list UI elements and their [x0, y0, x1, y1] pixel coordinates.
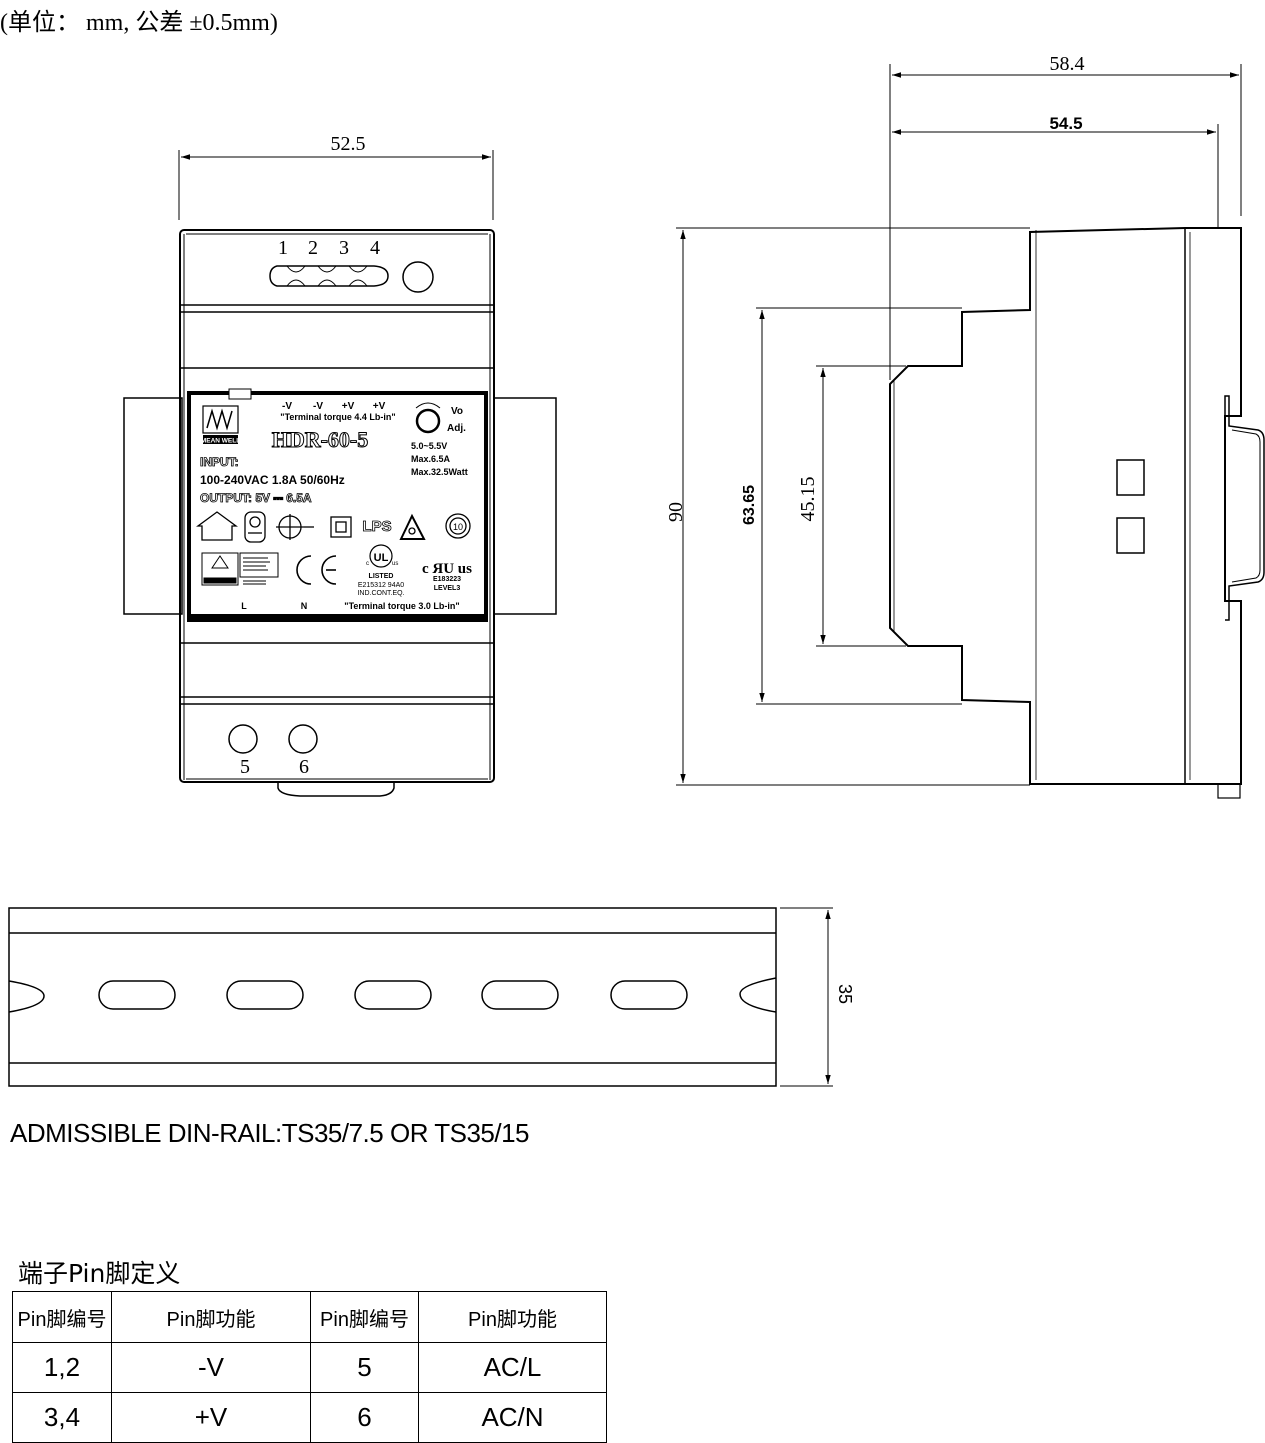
side-profile-outline: [889, 227, 1242, 785]
ctick-safety-icon: [399, 513, 426, 540]
label-input-title: INPUT:: [200, 455, 239, 469]
height-value: 90: [665, 502, 687, 522]
table-cell: AC/N: [418, 1392, 607, 1443]
rail-slot-3: [354, 980, 432, 1010]
front-view: [123, 150, 557, 797]
width-dimension-value: 52.5: [331, 133, 366, 155]
rail-slot-1: [98, 980, 176, 1010]
label-input-spec: 100-240VAC 1.8A 50/60Hz: [200, 473, 345, 487]
svg-text:UL: UL: [374, 552, 389, 564]
overall-depth-value: 58.4: [1050, 53, 1085, 75]
meanwell-logo: MEAN WELL: [201, 405, 240, 445]
step-height-2-value: 45.15: [797, 477, 819, 522]
side-view: [676, 64, 1265, 799]
ul-recognized-icon: c ЯU us: [422, 561, 472, 577]
svg-text:c ЯU us: c ЯU us: [422, 561, 472, 577]
tuv-certification-icon: [201, 552, 279, 586]
din-rail: [8, 907, 833, 1087]
table-cell: 1,2: [12, 1342, 112, 1393]
table-row: 1,2 -V 5 AC/L: [12, 1342, 607, 1393]
terminal-5-screw: [228, 724, 258, 754]
table-cell: -V: [111, 1342, 311, 1393]
label-output-spec: OUTPUT: 5V ⎓ 6.5A: [200, 491, 312, 505]
class-ii-double-insulation-icon: [330, 516, 352, 538]
table-header-cell: Pin脚功能: [418, 1291, 607, 1343]
transformer-icon: [244, 511, 266, 543]
side-vent-upper: [1116, 459, 1145, 496]
pin-table-title: 端子Pin脚定义: [18, 1259, 181, 1288]
din-clip-right: [493, 397, 557, 615]
indoor-use-icon: [196, 511, 238, 541]
bottom-pin-numbers: 5 6: [240, 756, 309, 778]
pin-number-1: 1: [278, 237, 288, 259]
pin-number-5: 5: [240, 756, 250, 778]
table-header-cell: Pin脚编号: [12, 1291, 112, 1343]
body-depth-value: 54.5: [1049, 114, 1082, 133]
svg-text:c: c: [366, 561, 369, 567]
table-cell: AC/L: [418, 1342, 607, 1393]
top-terminal-block: [269, 265, 389, 287]
label-pin-v3: +V: [342, 401, 355, 412]
table-header-row: Pin脚编号 Pin脚功能 Pin脚编号 Pin脚功能: [12, 1291, 607, 1343]
terminal-6-screw: [288, 724, 318, 754]
label-model: HDR-60-5: [272, 427, 369, 452]
rail-notch-right: [739, 977, 777, 1013]
label-terminal-n: N: [301, 601, 308, 611]
top-pin-numbers: 1 2 3 4: [278, 237, 380, 259]
din-rail-caption: ADMISSIBLE DIN-RAIL:TS35/7.5 OR TS35/15: [10, 1118, 530, 1148]
rail-slot-5: [610, 980, 688, 1010]
ce-mark-icon: [296, 555, 337, 585]
product-label: MEAN WELL -V -V +V +V "Terminal torque 4…: [187, 388, 488, 622]
pin-number-4: 4: [370, 237, 380, 259]
svg-text:10: 10: [453, 522, 463, 532]
pin-number-2: 2: [308, 237, 318, 259]
label-ru-file: E183223: [433, 576, 461, 583]
table-cell: +V: [111, 1392, 311, 1443]
vo-adjust-knob-icon: [415, 408, 441, 434]
rail-slot-2: [226, 980, 304, 1010]
rail-height-value: 35: [835, 984, 855, 1004]
svg-text:us: us: [392, 561, 398, 567]
label-vo-range: 5.0~5.5V: [411, 441, 447, 451]
label-max-power: Max.32.5Watt: [411, 467, 468, 477]
pin-definition-table: Pin脚编号 Pin脚功能 Pin脚编号 Pin脚功能 1,2 -V 5 AC/…: [12, 1291, 607, 1443]
label-torque-top: "Terminal torque 4.4 Lb-in": [280, 412, 395, 422]
table-cell: 6: [310, 1392, 419, 1443]
din-clip-left: [123, 397, 183, 615]
label-ul-file: E215312 94A0: [358, 582, 404, 589]
label-pin-v1: -V: [282, 401, 292, 412]
rail-slot-4: [481, 980, 559, 1010]
label-pin-v2: -V: [313, 401, 323, 412]
label-torque-bottom: "Terminal torque 3.0 Lb-in": [344, 601, 459, 611]
table-cell: 5: [310, 1342, 419, 1393]
efficiency-level-icon: 10: [445, 513, 471, 539]
led-indicator: [402, 261, 434, 293]
table-header-cell: Pin脚功能: [111, 1291, 311, 1343]
front-body: [179, 229, 495, 783]
ul-listed-icon: UL c us: [366, 544, 398, 568]
label-vo: Vo: [451, 406, 463, 417]
table-row: 3,4 +V 6 AC/N: [12, 1392, 607, 1443]
label-ul-ind: IND.CONT.EQ.: [357, 590, 404, 597]
fuse-protection-icon: [276, 514, 314, 540]
label-lps: LPS: [362, 518, 391, 535]
label-ul-listed: LISTED: [369, 573, 394, 580]
label-pin-v4: +V: [373, 401, 386, 412]
side-vent-lower: [1116, 517, 1145, 554]
pin-number-6: 6: [299, 756, 309, 778]
units-note: (单位： mm, 公差 ±0.5mm): [0, 10, 278, 36]
svg-text:MEAN WELL: MEAN WELL: [201, 438, 240, 445]
table-cell: 3,4: [12, 1392, 112, 1443]
label-ru-level: LEVEL3: [434, 585, 461, 592]
rail-notch-left: [8, 980, 45, 1013]
bottom-clip-tab: [277, 782, 395, 797]
label-max-current: Max.6.5A: [411, 454, 451, 464]
step-height-1-value: 63.65: [741, 485, 758, 525]
table-header-cell: Pin脚编号: [310, 1291, 419, 1343]
pin-number-3: 3: [339, 237, 349, 259]
label-adj: Adj.: [447, 423, 466, 434]
din-clip-profile: [1224, 395, 1265, 621]
label-terminal-l: L: [241, 601, 247, 611]
